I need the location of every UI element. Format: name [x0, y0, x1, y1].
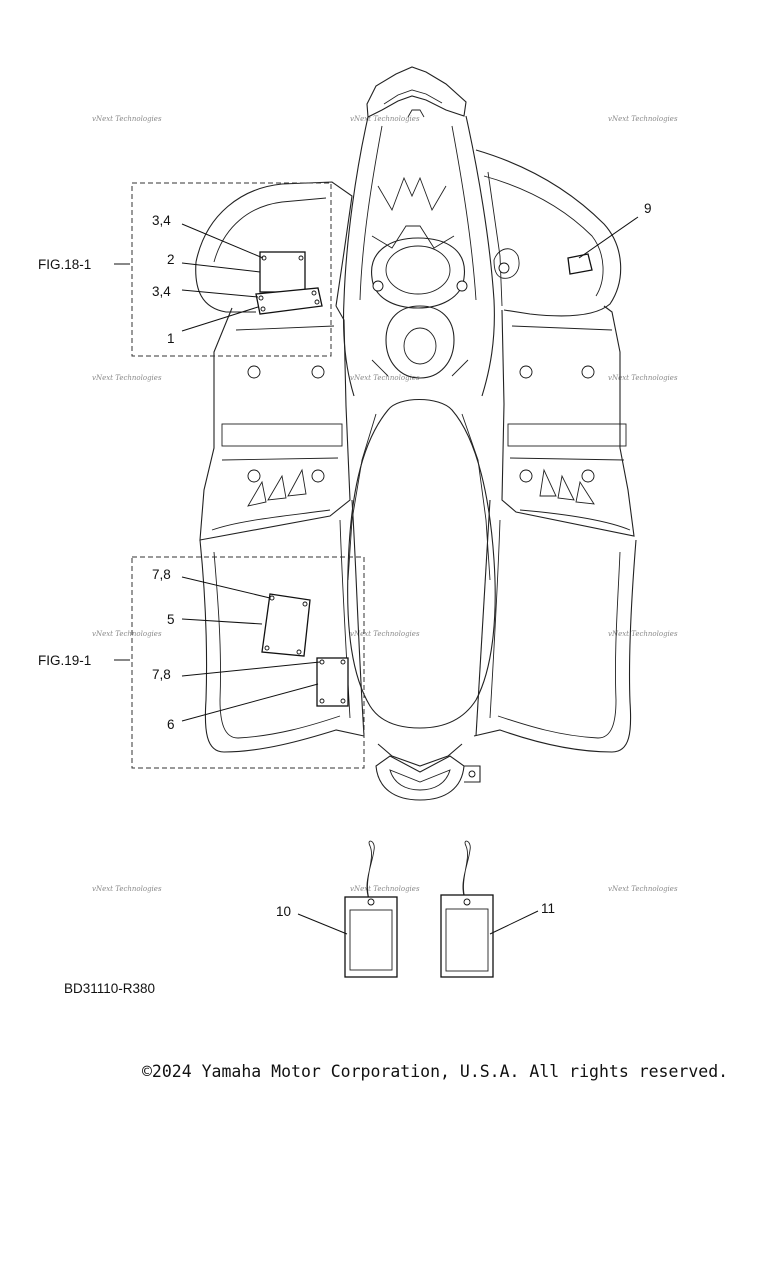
label-part-6 [316, 657, 349, 707]
fig-18-1-box [131, 182, 332, 357]
watermark: vNext Technologies [92, 885, 162, 893]
watermark: vNext Technologies [92, 115, 162, 123]
callout-11: 11 [541, 901, 555, 916]
diagram-code: BD31110-R380 [64, 981, 155, 996]
watermark: vNext Technologies [350, 630, 420, 638]
fig-18-1-ref: FIG.18-1 [38, 257, 91, 272]
callout-7-8-lower: 7,8 [152, 667, 171, 682]
label-part-5 [261, 593, 311, 657]
label-part-1 [255, 287, 323, 315]
callout-3-4-upper: 3,4 [152, 213, 171, 228]
hang-tag-10 [344, 840, 398, 978]
watermark: vNext Technologies [608, 885, 678, 893]
watermark: vNext Technologies [92, 630, 162, 638]
callout-3-4-lower: 3,4 [152, 284, 171, 299]
callout-7-8-upper: 7,8 [152, 567, 171, 582]
callout-1: 1 [167, 331, 175, 346]
leader-lines [114, 216, 639, 935]
watermark: vNext Technologies [608, 115, 678, 123]
hang-tag-11 [440, 840, 494, 978]
callout-10: 10 [276, 904, 291, 919]
watermark: vNext Technologies [350, 374, 420, 382]
watermark: vNext Technologies [350, 885, 420, 893]
label-part-2 [259, 251, 306, 293]
watermark: vNext Technologies [350, 115, 420, 123]
fig-19-1-ref: FIG.19-1 [38, 653, 91, 668]
callout-5: 5 [167, 612, 175, 627]
atv-body-outline [195, 66, 637, 801]
callout-9: 9 [644, 201, 652, 216]
watermark: vNext Technologies [92, 374, 162, 382]
watermark: vNext Technologies [608, 630, 678, 638]
watermark: vNext Technologies [608, 374, 678, 382]
fig-19-1-box [131, 556, 365, 769]
callout-2: 2 [167, 252, 175, 267]
callout-6: 6 [167, 717, 175, 732]
watermarks: vNext Technologies vNext Technologies vN… [92, 115, 678, 893]
copyright-notice: ©2024 Yamaha Motor Corporation, U.S.A. A… [142, 1062, 729, 1081]
label-part-9 [567, 253, 593, 275]
